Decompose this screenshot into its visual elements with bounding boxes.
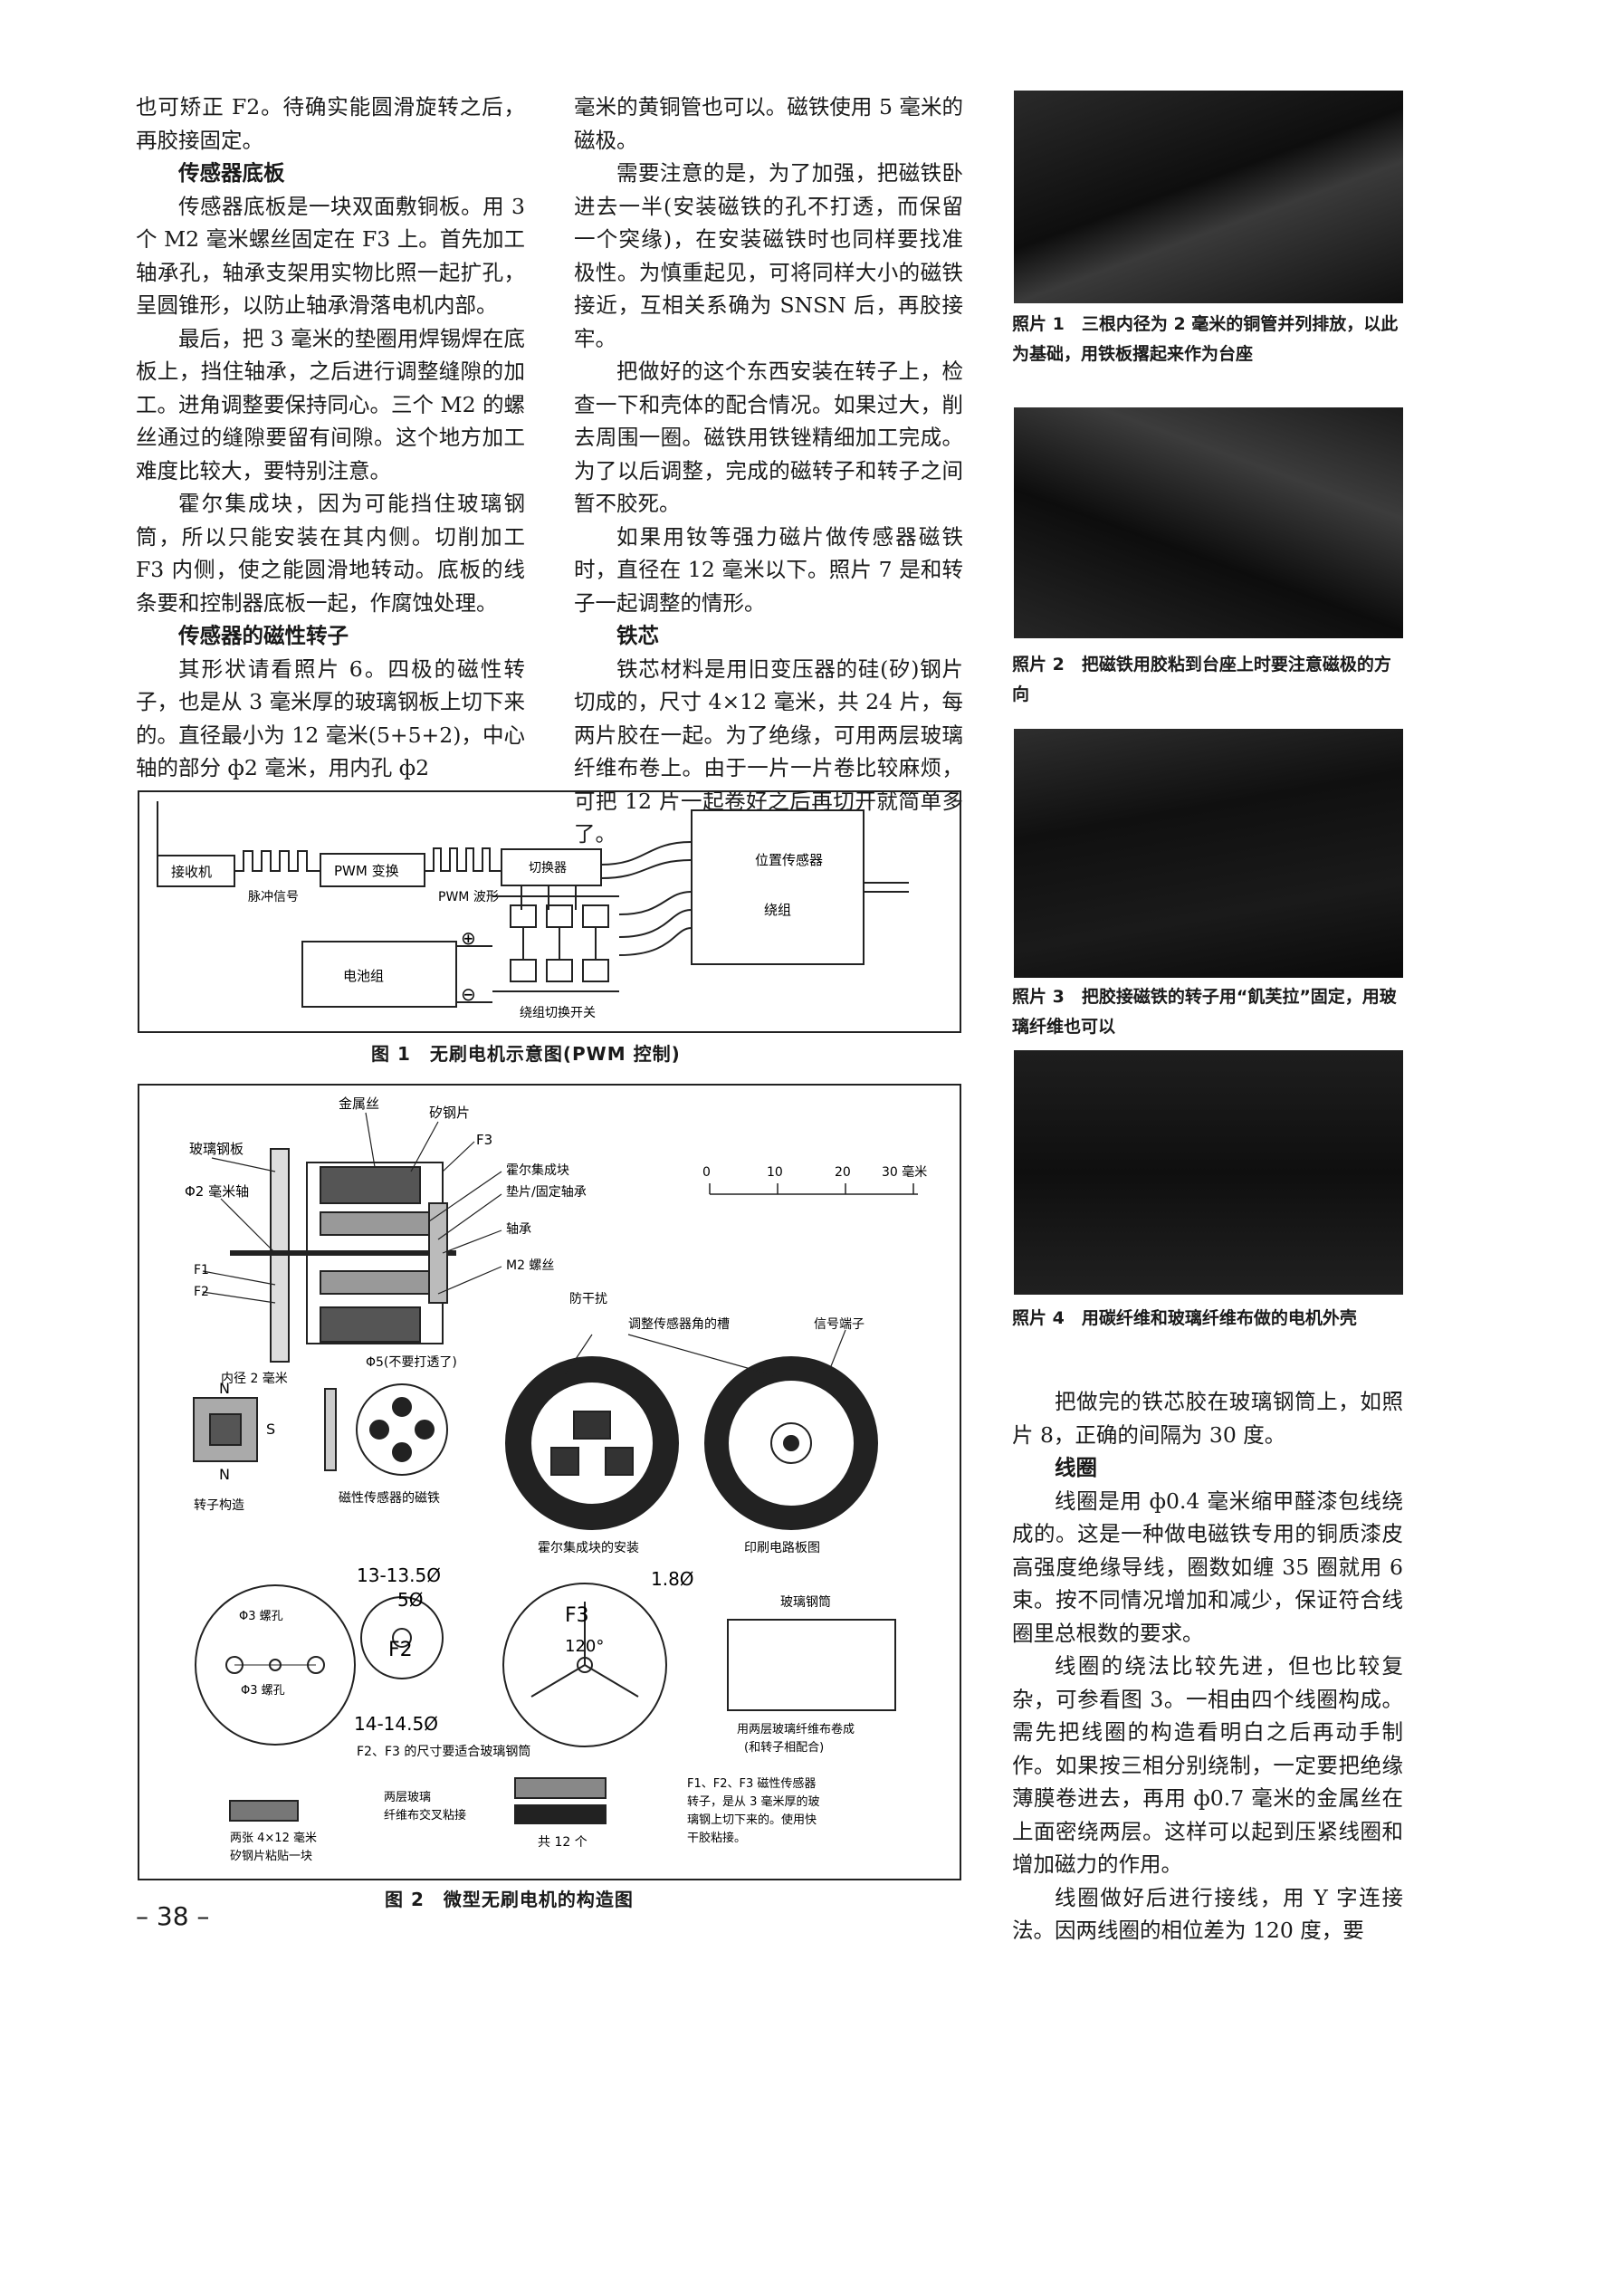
fig2-scale-30: 30 毫米 [882, 1164, 927, 1180]
fig2-washer-label: 垫片/固定轴承 [506, 1185, 587, 1200]
fig2-bearing-label: 轴承 [506, 1222, 531, 1237]
fig2-two-layers-2: 纤维布交叉粘接 [384, 1808, 466, 1823]
paragraph: 也可矫正 F2。待确实能圆滑旋转之后，再胶接固定。 [136, 94, 525, 153]
fig1-receiver-label: 接收机 [171, 864, 212, 880]
photo-4-caption: 照片 4 用碳纤维和玻璃纤维布做的电机外壳 [1012, 1308, 1357, 1328]
fig1-battery-label: 电池组 [343, 968, 384, 984]
fig2-glass-tube-note-2: (和转子相配合) [744, 1741, 824, 1755]
fig2-mag-sensor-magnet-label: 磁性传感器的磁铁 [339, 1490, 440, 1506]
fig2-phi5-label: Φ5(不要打透了) [366, 1354, 457, 1370]
paragraph: 传感器底板是一块双面敷铜板。用 3 个 M2 毫米螺丝固定在 F3 上。首先加工… [136, 193, 525, 319]
text-column-2: 毫米的黄铜管也可以。磁铁使用 5 毫米的磁极。 需要注意的是，为了加强，把磁铁卧… [574, 91, 963, 851]
fig2-f2-label: F2 [194, 1285, 209, 1299]
fig1-pwm-conv-label: PWM 变换 [334, 863, 399, 879]
photo-4 [1014, 1050, 1403, 1295]
photo-1-caption: 照片 1 三根内径为 2 毫米的铜管并列排放，以此为基础，用铁板撂起来作为台座 [1012, 314, 1399, 364]
fig1-switch-label: 绕组切换开关 [520, 1005, 596, 1020]
fig2-metal-wire-label: 金属丝 [339, 1095, 379, 1112]
fig1-plus-sign: ⊕ [461, 927, 476, 949]
fig2-f1-label: F1 [194, 1263, 209, 1277]
fig2-total12-label: 共 12 个 [538, 1835, 588, 1850]
fig1-winding-label: 绕组 [764, 902, 791, 918]
fig2-f-note-3: 璃钢上切下来的。使用快 [687, 1813, 817, 1827]
fig2-screw-hole-1: Φ3 螺孔 [239, 1610, 283, 1623]
fig2-two-layers-1: 两层玻璃 [384, 1791, 431, 1804]
fig2-hall-install-label: 霍尔集成块的安装 [538, 1540, 639, 1555]
fig2-adj-gap-label: 调整传感器角的槽 [628, 1316, 730, 1332]
paragraph: 霍尔集成块，因为可能挡住玻璃钢筒，所以只能安装在其内侧。切削加工 F3 内侧，使… [136, 491, 525, 616]
fig2-f3-disk-label: F3 [565, 1604, 589, 1627]
fig2-f2f3-note: F2、F3 的尺寸要适合玻璃钢筒 [357, 1744, 530, 1759]
fig2-m2-label: M2 螺丝 [506, 1258, 554, 1273]
photo-2 [1014, 407, 1403, 638]
section-heading-sensor-base: 传感器底板 [178, 160, 285, 186]
fig2-s-label: S [266, 1421, 275, 1438]
page-number: – 38 – [136, 1901, 210, 1931]
figure-1-pwm-diagram: 接收机 脉冲信号 PWM 变换 PWM 波形 切换器 位置传感器 绕组 电池组 … [138, 790, 961, 1033]
paragraph: 其形状请看照片 6。四极的磁性转子，也是从 3 毫米厚的玻璃钢板上切下来的。直径… [136, 655, 525, 781]
fig2-f-note-4: 干胶粘接。 [687, 1831, 746, 1845]
paragraph: 如果用钕等强力磁片做传感器磁铁时，直径在 12 毫米以下。照片 7 是和转子一起… [574, 523, 963, 616]
fig2-inner2-label: 内径 2 毫米 [221, 1371, 288, 1386]
fig2-hall-label: 霍尔集成块 [506, 1162, 569, 1178]
text-column-1: 也可矫正 F2。待确实能圆滑旋转之后，再胶接固定。 传感器底板 传感器底板是一块… [136, 91, 525, 785]
fig1-switcher-label: 切换器 [529, 860, 567, 875]
paragraph: 毫米的黄铜管也可以。磁铁使用 5 毫米的磁极。 [574, 94, 963, 153]
fig2-f-note-1: F1、F2、F3 磁性传感器 [687, 1776, 816, 1791]
fig1-minus-sign: ⊖ [461, 983, 476, 1005]
fig2-pcb-label: 印刷电路板图 [744, 1541, 820, 1555]
fig2-glass-plate-label: 玻璃钢板 [189, 1141, 244, 1157]
fig2-two-pieces-2: 矽钢片粘贴一块 [230, 1850, 312, 1863]
photo-1 [1014, 91, 1403, 303]
fig2-d3-label: 1.8Ø [651, 1568, 694, 1590]
paragraph: 把做完的铁芯胶在玻璃钢筒上，如照片 8，正确的间隔为 30 度。 [1012, 1389, 1403, 1448]
fig2-n-top: N [219, 1380, 230, 1397]
section-heading-coil: 线圈 [1055, 1455, 1097, 1480]
fig2-glass-tube-note-1: 用两层玻璃纤维布卷成 [737, 1722, 855, 1736]
fig1-pwm-wave-label: PWM 波形 [438, 890, 499, 904]
fig1-position-sensor-label: 位置传感器 [755, 852, 823, 868]
fig2-screw-hole-2: Φ3 螺孔 [241, 1684, 285, 1698]
fig2-f2-disk-label: F2 [388, 1639, 413, 1661]
paragraph: 铁芯材料是用旧变压器的硅(矽)钢片切成的，尺寸 4×12 毫米，共 24 片，每… [574, 655, 963, 847]
fig2-f-note-2: 转子，是从 3 毫米厚的玻 [687, 1794, 820, 1809]
section-heading-iron-core: 铁芯 [616, 623, 659, 648]
fig2-scale-20: 20 [835, 1165, 851, 1180]
fig2-angle-label: 120° [565, 1637, 604, 1656]
paragraph: 最后，把 3 毫米的垫圈用焊锡焊在底板上，挡住轴承，之后进行调整缝隙的加工。进角… [136, 325, 525, 483]
paragraph: 线圈做好后进行接线，用 Y 字连接法。因两线圈的相位差为 120 度，要 [1012, 1884, 1403, 1944]
paragraph: 线圈是用 ф0.4 毫米缩甲醛漆包线绕成的。这是一种做电磁铁专用的铜质漆皮高强度… [1012, 1488, 1403, 1646]
paragraph: 线圈的绕法比较先进，但也比较复杂，可参看图 3。一相由四个线圈构成。需先把线圈的… [1012, 1653, 1403, 1877]
fig2-scale-0: 0 [702, 1165, 711, 1180]
fig2-rotor-struct-label: 转子构造 [194, 1498, 244, 1513]
fig2-d2-label: 5Ø [397, 1589, 423, 1611]
figure-2-structure-diagram: 玻璃钢板 金属丝 矽钢片 F3 Φ2 毫米轴 霍尔集成块 垫片/固定轴承 轴承 … [138, 1084, 961, 1880]
figure-1-caption: 图 1 无刷电机示意图(PWM 控制) [371, 1043, 681, 1065]
figure-1-svg: 接收机 脉冲信号 PWM 变换 PWM 波形 切换器 位置传感器 绕组 电池组 … [157, 801, 909, 1020]
fig2-d4-label: 14-14.5Ø [354, 1713, 438, 1735]
fig1-pulse-label: 脉冲信号 [248, 890, 299, 904]
fig2-scale-10: 10 [767, 1165, 783, 1180]
fig2-signal-term-label: 信号端子 [814, 1317, 865, 1332]
fig2-two-pieces-1: 两张 4×12 毫米 [230, 1831, 317, 1845]
paragraph: 需要注意的是，为了加强，把磁铁卧进去一半(安装磁铁的孔不打透，而保留一个突缘)，… [574, 160, 963, 351]
fig2-n-bottom: N [219, 1466, 230, 1483]
fig2-f3-label: F3 [476, 1132, 492, 1148]
photo-3-caption: 照片 3 把胶接磁铁的转子用“飢芙拉”固定，用玻璃纤维也可以 [1012, 987, 1397, 1037]
fig2-si-steel-label: 矽钢片 [429, 1105, 470, 1121]
fig2-d1-label: 13-13.5Ø [357, 1564, 441, 1586]
figure-2-svg: 玻璃钢板 金属丝 矽钢片 F3 Φ2 毫米轴 霍尔集成块 垫片/固定轴承 轴承 … [185, 1095, 927, 1863]
section-heading-magnetic-rotor: 传感器的磁性转子 [178, 623, 349, 648]
figure-2-caption: 图 2 微型无刷电机的构造图 [385, 1889, 634, 1910]
fig2-shaft-label: Φ2 毫米轴 [185, 1183, 249, 1200]
paragraph: 把做好的这个东西安装在转子上，检查一下和壳体的配合情况。如果过大，削去周围一圈。… [574, 359, 963, 516]
fig2-anti-interf-label: 防干扰 [569, 1292, 607, 1306]
photo-2-caption: 照片 2 把磁铁用胶粘到台座上时要注意磁极的方向 [1012, 655, 1391, 704]
photo-3 [1014, 729, 1403, 978]
fig2-glass-tube-label: 玻璃钢筒 [780, 1594, 831, 1610]
text-column-3: 把做完的铁芯胶在玻璃钢筒上，如照片 8，正确的间隔为 30 度。 线圈 线圈是用… [1012, 1385, 1403, 1947]
